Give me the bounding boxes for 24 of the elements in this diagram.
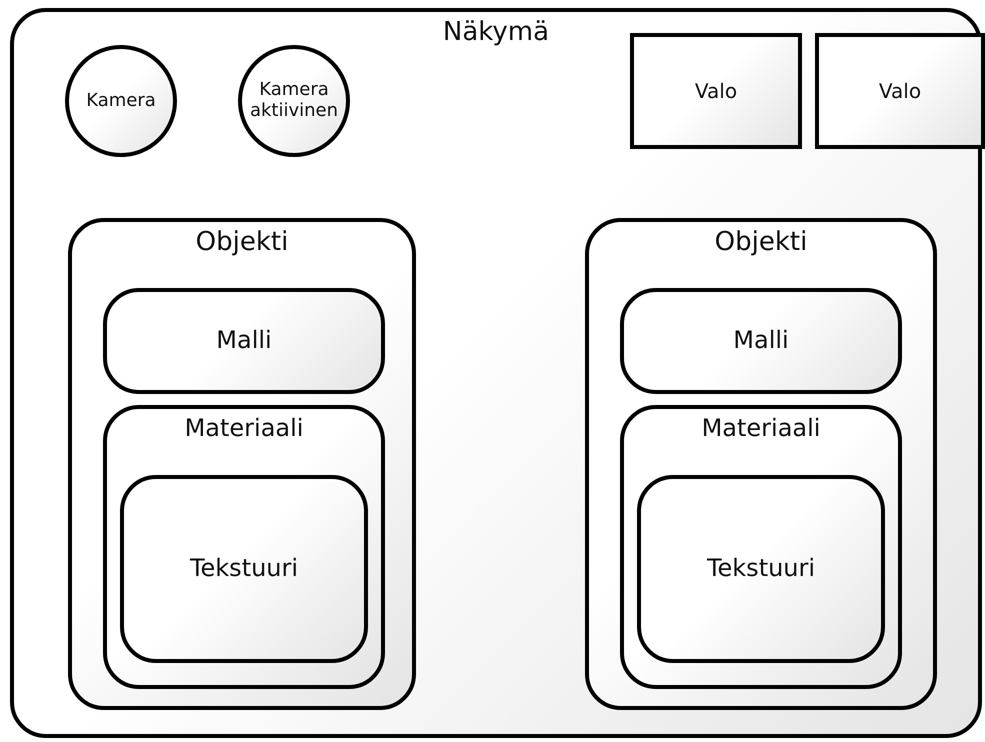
heading: Materiaali [184, 415, 304, 443]
node-label: Valo [694, 80, 738, 102]
box-node [630, 33, 802, 149]
rounded-box [637, 475, 885, 663]
node-label: Malli [732, 327, 790, 355]
node-label: Tekstuuri [188, 555, 300, 583]
node-label: Valo [878, 80, 922, 102]
rounded-box [120, 475, 368, 663]
node-label: Kamera aktiivinen [248, 80, 340, 122]
node-label: Malli [215, 327, 273, 355]
rounded-box [620, 288, 902, 394]
container-box [68, 218, 416, 710]
container-box [620, 405, 902, 689]
box-node [815, 33, 985, 149]
heading: Objekti [194, 228, 290, 258]
heading: Objekti [714, 228, 808, 258]
node-label: Tekstuuri [706, 555, 816, 583]
heading: Näkymä [442, 18, 550, 48]
container-box [585, 218, 937, 710]
heading: Materiaali [700, 415, 822, 443]
rounded-box [103, 288, 385, 394]
container-box [103, 405, 385, 689]
container-box [10, 8, 982, 738]
node-label: Kamera [85, 90, 157, 112]
